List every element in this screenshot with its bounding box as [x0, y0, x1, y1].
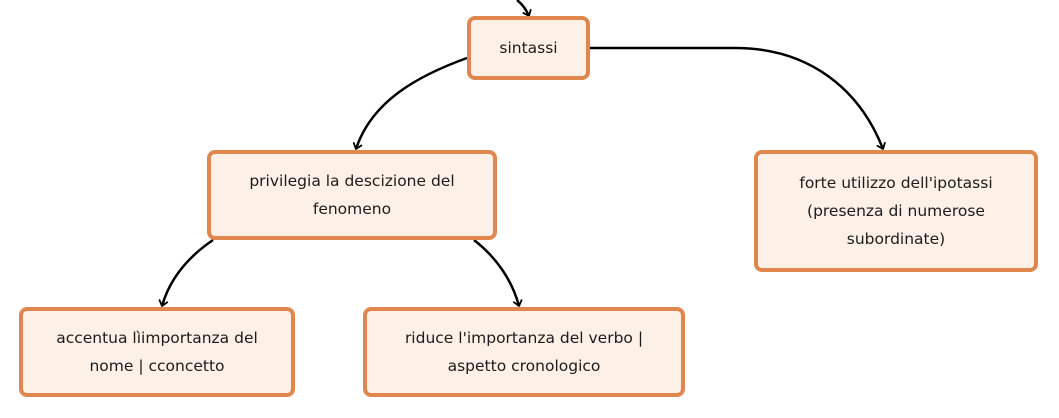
connector-sintassi-privilegia: [352, 56, 468, 150]
node-accentua-importanza-nome: accentua lìimportanza del nome | cconcet…: [19, 307, 295, 397]
node-label: accentua lìimportanza del nome | cconcet…: [56, 329, 258, 375]
node-privilegia-descrizione: privilegia la descizione del fenomeno: [207, 150, 497, 240]
node-forte-utilizzo-ipotassi: forte utilizzo dell'ipotassi (presenza d…: [754, 150, 1038, 272]
connector-sintassi-forte: [590, 46, 886, 150]
node-riduce-importanza-verbo: riduce l'importanza del verbo | aspetto …: [363, 307, 685, 397]
node-label: forte utilizzo dell'ipotassi (presenza d…: [799, 174, 993, 248]
node-label: riduce l'importanza del verbo | aspetto …: [404, 329, 644, 375]
node-label: sintassi: [499, 39, 558, 57]
node-sintassi: sintassi: [467, 16, 590, 80]
incoming-connector: [516, 0, 532, 17]
node-label: privilegia la descizione del fenomeno: [249, 172, 455, 218]
connector-privilegia-accentua: [158, 238, 214, 307]
connector-privilegia-riduce: [473, 239, 523, 307]
